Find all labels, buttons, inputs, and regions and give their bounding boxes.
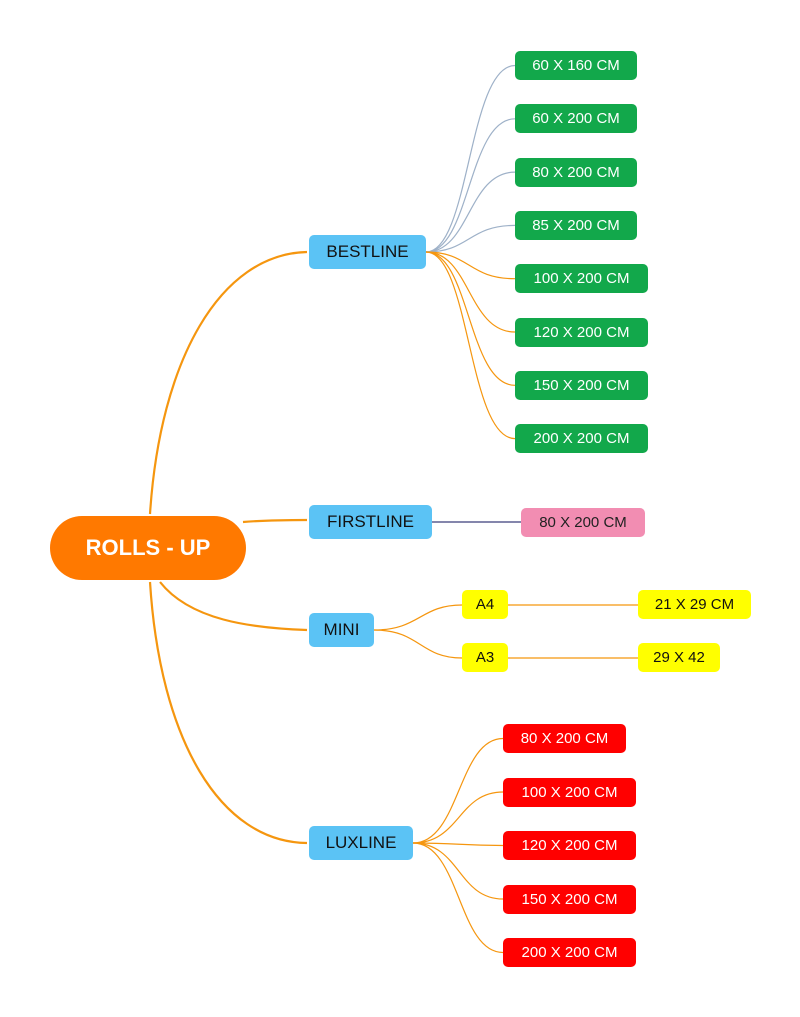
- root-node-rolls-up[interactable]: ROLLS - UP: [50, 516, 246, 580]
- connector: [425, 64, 516, 253]
- branch-bestline[interactable]: BESTLINE: [309, 235, 426, 269]
- luxline-size-2[interactable]: 100 X 200 CM: [503, 777, 636, 807]
- connector: [425, 118, 516, 253]
- connector: [373, 604, 463, 631]
- mini-format-a3[interactable]: A3: [462, 643, 508, 672]
- connector: [242, 518, 308, 524]
- connector: [148, 250, 308, 515]
- connector: [425, 251, 516, 386]
- bestline-size-3[interactable]: 80 X 200 CM: [515, 157, 637, 187]
- branch-luxline[interactable]: LUXLINE: [309, 826, 413, 860]
- connector: [425, 251, 516, 280]
- bestline-size-5[interactable]: 100 X 200 CM: [515, 264, 648, 294]
- connector: [412, 791, 504, 844]
- luxline-size-5[interactable]: 200 X 200 CM: [503, 938, 636, 967]
- bestline-size-6[interactable]: 120 X 200 CM: [515, 317, 648, 347]
- bestline-size-8[interactable]: 200 X 200 CM: [515, 424, 648, 454]
- luxline-size-4[interactable]: 150 X 200 CM: [503, 884, 636, 914]
- connector: [425, 251, 516, 333]
- connector: [412, 842, 504, 900]
- bestline-size-1[interactable]: 60 X 160 CM: [515, 51, 637, 80]
- mini-size-a3[interactable]: 29 X 42: [638, 643, 720, 672]
- luxline-size-3[interactable]: 120 X 200 CM: [503, 831, 636, 860]
- connector: [373, 629, 463, 659]
- connector: [425, 171, 516, 253]
- connector: [425, 224, 516, 253]
- connector: [425, 251, 516, 440]
- branch-mini[interactable]: MINI: [309, 613, 374, 647]
- mini-size-a4[interactable]: 21 X 29 CM: [638, 590, 751, 619]
- connector: [412, 842, 504, 954]
- connector: [412, 737, 504, 844]
- bestline-size-4[interactable]: 85 X 200 CM: [515, 210, 637, 240]
- bestline-size-7[interactable]: 150 X 200 CM: [515, 370, 648, 400]
- connector: [159, 581, 308, 632]
- connector: [148, 581, 308, 845]
- connector: [412, 842, 504, 847]
- mini-format-a4[interactable]: A4: [462, 590, 508, 619]
- bestline-size-2[interactable]: 60 X 200 CM: [515, 104, 637, 134]
- firstline-size-1[interactable]: 80 X 200 CM: [521, 508, 645, 537]
- branch-firstline[interactable]: FIRSTLINE: [309, 505, 432, 539]
- luxline-size-1[interactable]: 80 X 200 CM: [503, 724, 626, 753]
